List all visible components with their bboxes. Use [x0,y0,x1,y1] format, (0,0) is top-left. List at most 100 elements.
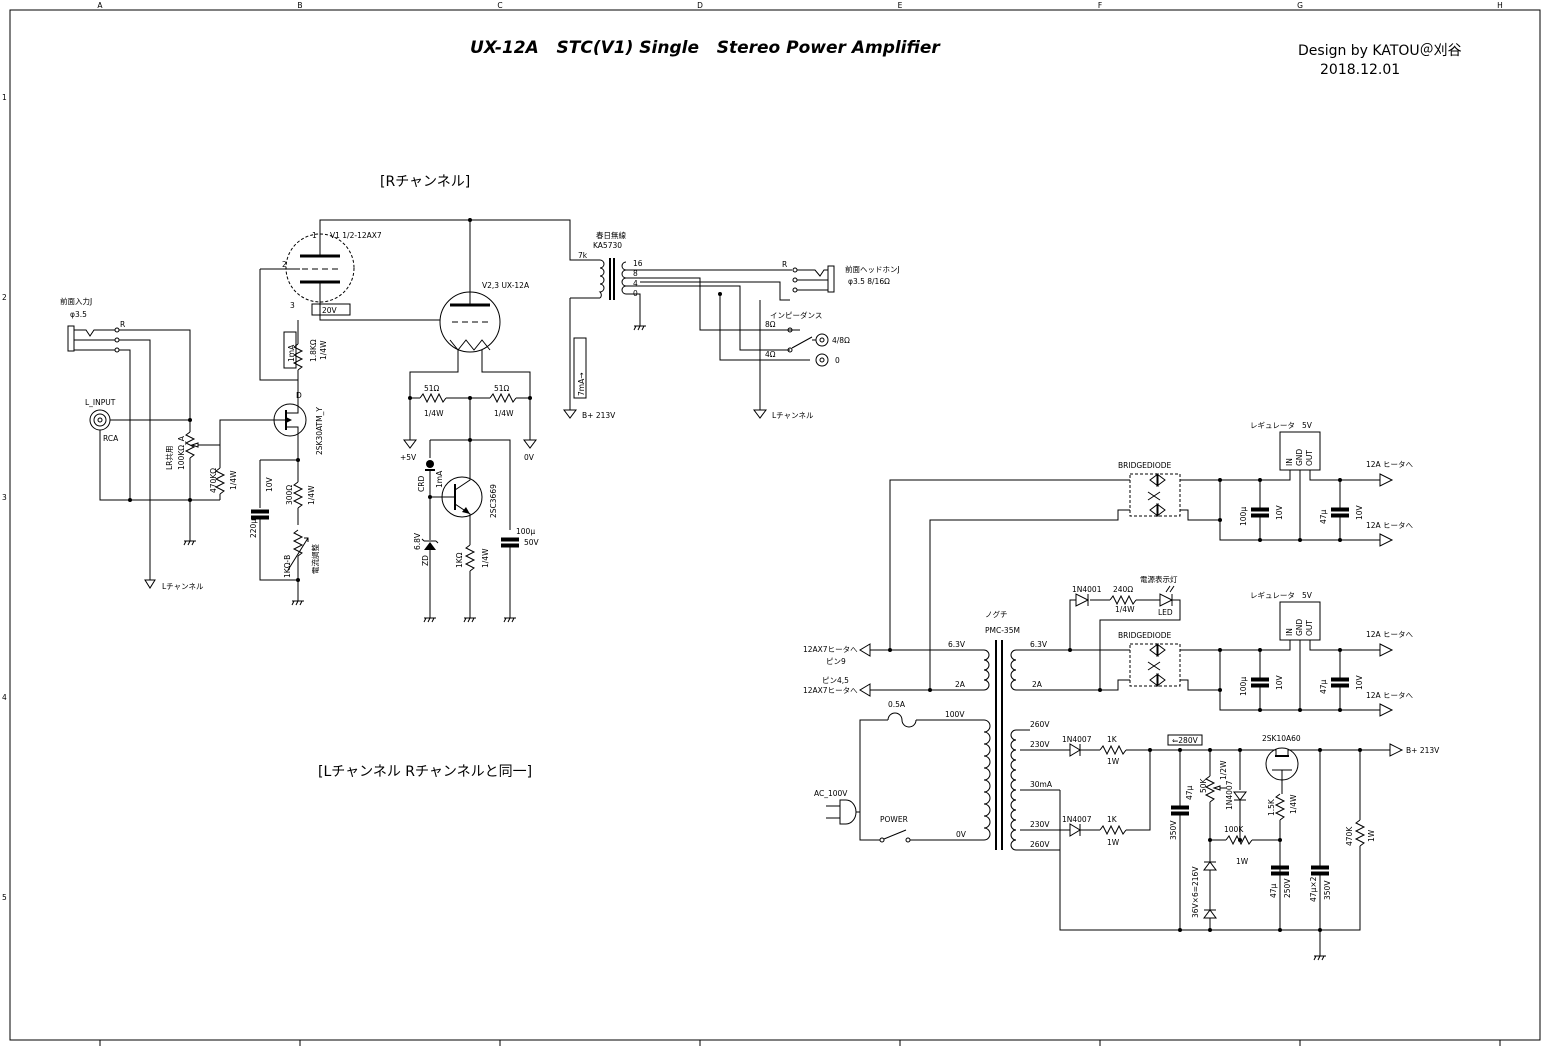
fet-rd-w: 1/4W [319,340,328,360]
led-label: LED [1158,608,1173,617]
r51-b-w: 1/4W [494,409,514,418]
opt-model: KA5730 [593,241,622,250]
rca-name: L_INPUT [85,398,116,407]
design-date: 2018.12.01 [1320,62,1400,78]
frame-col: G [1297,1,1303,10]
pt-h2-l: 2A [955,680,966,689]
output-section: 前面ヘッドホンJ φ3.5 8/16Ω R インピーダンス 8Ω 4Ω 4/8Ω… [718,260,900,420]
v1-bias: 20V [322,306,338,315]
fet-rd: 1.8KΩ [309,339,318,362]
h2-out-b: 12A ヒータへ [1366,691,1414,700]
sup-r15: 1.5K [1267,798,1276,816]
h1-out-a: 12A ヒータへ [1366,460,1414,469]
frame-col: C [497,1,502,10]
section-l-channel: [Lチャンネル Rチャンネルと同一] [318,764,532,780]
opt-tap4: 4 [633,279,638,288]
input-section: 前面入力J φ3.5 R Lチャンネル L_INPUT RCA LR共用 100… [60,296,275,591]
fet-rs-w: 1/4W [307,485,316,505]
frame-row: 2 [2,293,7,302]
ho-b-pin: ピン4,5 [822,676,849,685]
fet-rs: 300Ω [285,485,294,505]
gate-r-watt: 1/4W [229,470,238,490]
opt-current: 7mA→ [577,373,586,397]
cs-voltage: 10V [265,476,274,492]
reg1-gnd: GND [1295,449,1304,466]
fet-d: D [296,391,302,400]
sup-bplus: B+ 213V [1406,746,1440,755]
sup-r2-w: 1W [1107,838,1120,847]
frame-col: H [1497,1,1503,10]
h2-c2: 47μ [1319,679,1328,694]
h1-c1-v: 10V [1275,504,1284,520]
bridge1-label: BRIDGEDIODE [1118,461,1172,470]
sup-r100: 100K [1224,825,1244,834]
h2-out-a: 12A ヒータへ [1366,630,1414,639]
pt-h1-r: 6.3V [1030,640,1048,649]
z4-label: 4Ω [765,350,776,359]
h1-c2-v: 10V [1355,504,1364,520]
gate-r-value: 470KΩ [209,468,218,493]
opt-primary: 7k [578,251,588,260]
h2-c1: 100μ [1239,677,1248,696]
diagram-title: UX-12A STC(V1) Single Stereo Power Ampli… [470,38,941,58]
sup-rb: 470K [1345,826,1354,846]
input-jack-label: 前面入力J [60,296,92,306]
opt-bplus: B+ 213V [582,411,616,420]
tr-name: 2SC3669 [489,484,498,518]
input-jack-r: R [120,320,125,329]
r51-a-w: 1/4W [424,409,444,418]
frame-row: 3 [2,493,7,502]
sup-r100-w: 1W [1236,857,1249,866]
reg1-out: OUT [1305,450,1314,466]
reg1-label: レギュレータ [1250,421,1295,430]
hp-r: R [782,260,787,269]
frame-col: F [1098,1,1102,10]
pt-s260a: 260V [1030,720,1050,729]
lamp-label: 電源表示灯 [1140,574,1178,584]
pt-p100: 100V [945,710,965,719]
hp-label: 前面ヘッドホンJ [845,264,900,274]
fet-name: 2SK30ATM_Y [315,407,324,455]
zd-voltage: 6.8V [413,532,422,550]
d1n4001: 1N4001 [1072,585,1102,594]
bridge2-label: BRIDGEDIODE [1118,631,1172,640]
sup-rb-w: 1W [1367,829,1376,842]
pot-value: 100KΩ_A [177,435,186,470]
post-0: 0 [835,356,840,365]
ccs-r: 1KΩ [455,552,464,568]
v1-tube: V1 1/2-12AX7 1 2 3 20V [259,218,472,381]
pt-s230b: 230V [1030,820,1050,829]
section-r-channel: [Rチャンネル] [380,174,470,190]
pt-p0: 0V [956,830,967,839]
sup-c3-v: 350V [1323,880,1332,900]
v1-pin3: 3 [290,301,295,310]
sup-c1-v: 350V [1169,820,1178,840]
sup-c2: 47μ [1269,883,1278,898]
h1-c2: 47μ [1319,509,1328,524]
opt-maker: 春日無線 [596,230,626,240]
v2-tube: V2,3 UX-12A 51Ω 1/4W 51Ω 1/4W +5V 0V [400,220,537,462]
frame-row: 1 [2,93,7,102]
h2-c1-v: 10V [1275,674,1284,690]
reg1-v: 5V [1302,421,1313,430]
reg2-out: OUT [1305,620,1314,636]
frame-col: D [697,1,703,10]
sup-r1: 1K [1107,735,1118,744]
rca-label: RCA [103,434,119,443]
pt-h2-r: 2A [1032,680,1043,689]
opt-tap8: 8 [633,269,638,278]
heater-outputs: 12AX7ヒータへ ピン9 ピン4,5 12AX7ヒータへ [803,643,932,697]
sup-r2: 1K [1107,815,1118,824]
r-led: 240Ω [1113,585,1133,594]
input-jack-size: φ3.5 [70,310,87,319]
opt-tap16: 16 [633,259,643,268]
bplus-supply: 1N4007 1N4007 1K 1W 1K 1W 47μ 350V ⇐280V… [1062,734,1440,961]
v-plus5: +5V [400,453,417,462]
sup-d2: 1N4007 [1062,815,1092,824]
heater-supply-2: 1N4001 240Ω 1/4W 電源表示灯 LED レギュレータ 5V IN … [1030,574,1414,717]
reg2-in: IN [1285,628,1294,636]
r-led-w: 1/4W [1115,605,1135,614]
fet-stage: D 2SK30ATM_Y 1mA 1.8KΩ 1/4W 300Ω 1/4W 10… [249,320,328,606]
